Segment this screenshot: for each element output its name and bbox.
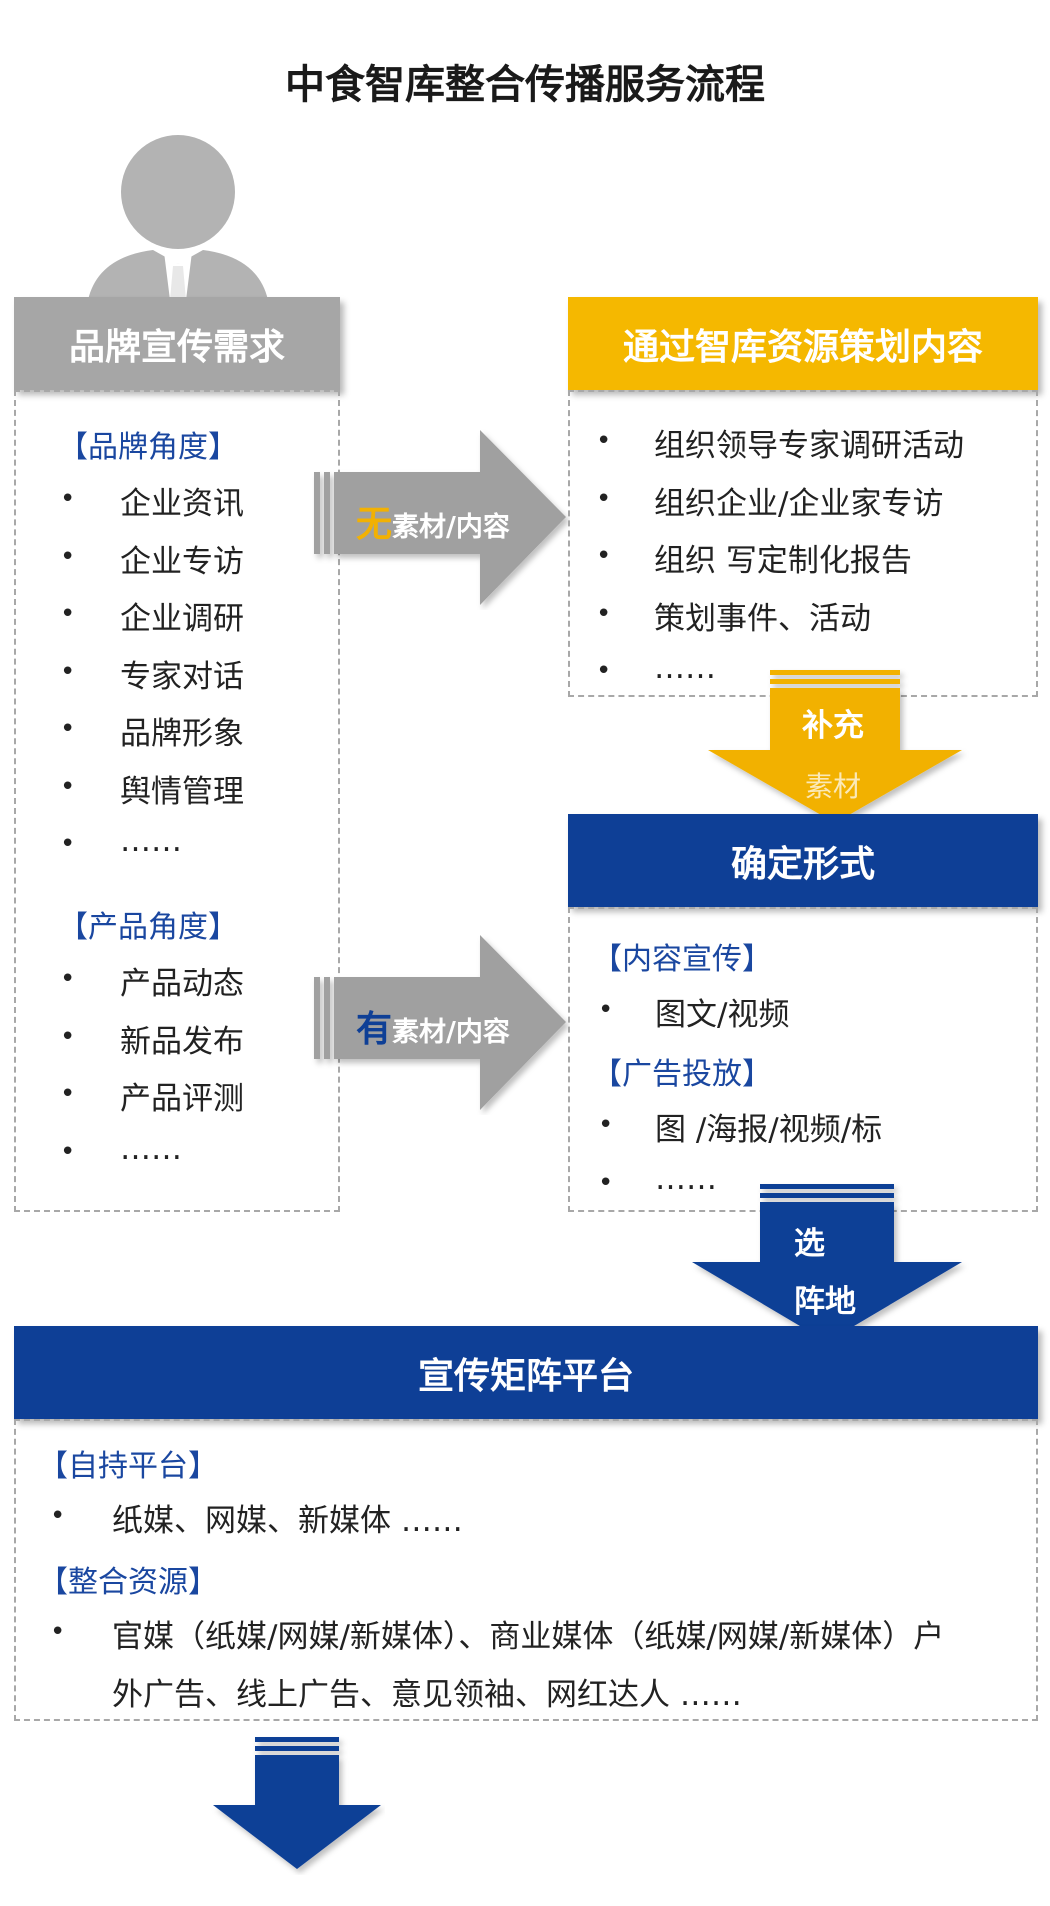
plan-content-box: • 组织领导专家调研活动 • 组织企业/企业家专访 • 组织 写定制化报告 • 策划事件、活动… (568, 390, 1038, 697)
brand-demand-header: 品牌宣传需求 (14, 297, 340, 390)
list-item: 组织领导专家调研活动 (654, 428, 964, 464)
bullet: • (60, 1021, 76, 1052)
list-item: 图 /海报/视频/标 (655, 1112, 883, 1148)
integrated-resource-label: 【整合资源】 (38, 1565, 218, 1600)
no-material-label: 无素材/内容 (356, 495, 510, 547)
content-promo-label: 【内容宣传】 (592, 942, 772, 977)
bullet: • (596, 541, 612, 571)
bullet: • (596, 598, 612, 629)
bullet: • (596, 483, 612, 514)
bullet: • (60, 1136, 76, 1167)
list-item: 企业专访 (120, 543, 244, 580)
person-icon (88, 135, 268, 300)
no-prefix: 无 (356, 503, 393, 545)
select-label-1: 选 (794, 1226, 825, 1262)
list-item: 舆情管理 (120, 773, 244, 810)
list-item: …… (120, 1130, 182, 1167)
bullet: • (50, 1617, 66, 1647)
list-item: 图文/视频 (655, 997, 790, 1033)
bullet: • (596, 656, 612, 686)
bullet: • (60, 541, 76, 572)
bullet: • (598, 1110, 614, 1140)
list-item: 组织 写定制化报告 (654, 543, 912, 579)
plan-content-header: 通过智库资源策划内容 (568, 297, 1038, 390)
list-item: 专家对话 (120, 658, 244, 695)
has-prefix: 有 (356, 1008, 393, 1050)
has-material-arrow (314, 935, 566, 1110)
list-item: 新品发布 (120, 1023, 244, 1060)
integrated-resource-line2: 外广告、线上广告、意见领袖、网红达人 …… (112, 1677, 742, 1713)
determine-form-header: 确定形式 (568, 814, 1038, 907)
ad-placement-label: 【广告投放】 (592, 1057, 772, 1092)
bullet: • (60, 829, 76, 859)
brand-angle-label: 【品牌角度】 (58, 430, 238, 465)
no-rest: 素材/内容 (392, 512, 510, 543)
supplement-label-1: 补充 (802, 708, 864, 744)
bullet: • (60, 484, 76, 514)
bullet: • (50, 1501, 66, 1531)
supplement-label-2: 素材 (805, 770, 862, 803)
list-item: 组织企业/企业家专访 (654, 485, 944, 522)
integrated-resource-line1: 官媒（纸媒/网媒/新媒体）、商业媒体（纸媒/网媒/新媒体）户 (112, 1619, 945, 1655)
has-rest: 素材/内容 (392, 1017, 510, 1048)
list-item: 产品评测 (120, 1081, 244, 1117)
brand-demand-box: 【品牌角度】 • 企业资讯 • 企业专访 • 企业调研 • 专家对话 • 品牌形象 • 舆情管理 • ……… (14, 390, 340, 1212)
bullet: • (60, 964, 76, 994)
list-item: …… (655, 1161, 717, 1197)
bullet: • (60, 1079, 76, 1109)
no-material-arrow (314, 430, 566, 605)
select-label-2: 阵地 (794, 1284, 856, 1320)
supplement-arrow (708, 670, 962, 823)
own-platform-item: 纸媒、网媒、新媒体 …… (112, 1503, 463, 1539)
bullet: • (598, 995, 614, 1025)
own-platform-label: 【自持平台】 (38, 1449, 218, 1484)
product-angle-label: 【产品角度】 (58, 910, 238, 945)
list-item: 品牌形象 (120, 716, 244, 752)
bullet: • (60, 771, 76, 802)
platform-matrix-header: 宣传矩阵平台 (14, 1326, 1038, 1419)
bullet: • (60, 714, 76, 744)
list-item: 企业资讯 (120, 486, 244, 522)
list-item: …… (120, 823, 182, 859)
platform-matrix-box: 【自持平台】 • 纸媒、网媒、新媒体 …… 【整合资源】 • 官媒（纸媒/网媒/… (14, 1419, 1038, 1721)
list-item: 产品动态 (120, 966, 244, 1002)
list-item: …… (654, 650, 716, 686)
select-position-arrow (692, 1184, 962, 1342)
bottom-down-arrow (213, 1737, 381, 1869)
list-item: 策划事件、活动 (654, 600, 871, 637)
page-title: 中食智库整合传播服务流程 (285, 62, 765, 108)
list-item: 企业调研 (120, 601, 244, 637)
bullet: • (60, 656, 76, 687)
determine-form-box: 【内容宣传】 • 图文/视频 【广告投放】 • 图 /海报/视频/标 • …… (568, 907, 1038, 1212)
bullet: • (596, 426, 612, 456)
bullet: • (598, 1168, 614, 1198)
bullet: • (60, 599, 76, 629)
has-material-label: 有素材/内容 (356, 1000, 510, 1052)
